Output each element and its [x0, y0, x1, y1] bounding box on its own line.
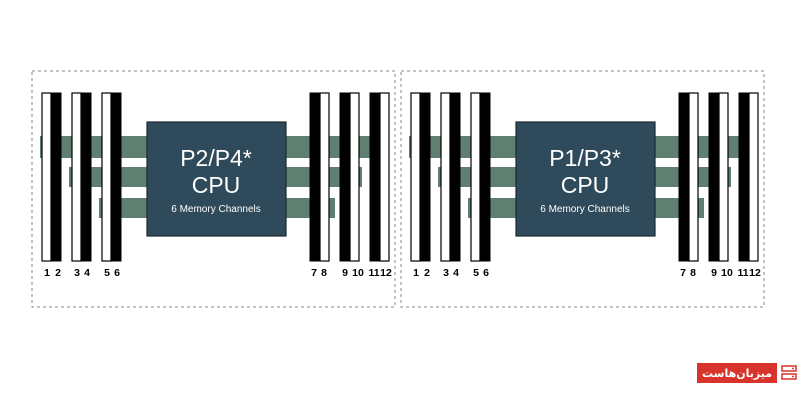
dimm-slot-7 [309, 92, 320, 262]
dimm-slot-4 [450, 92, 461, 262]
watermark-badge: میزبان‌هاست [697, 363, 800, 383]
slot-label: 7 [680, 267, 686, 279]
slot-label: 9 [711, 267, 717, 279]
slot-label: 2 [424, 267, 430, 279]
panel-1 [31, 70, 396, 308]
slot-label: 3 [74, 267, 80, 279]
slot-label: 8 [321, 267, 327, 279]
cpu-box [515, 121, 656, 237]
cpu-title-line1: P1/P3* [549, 145, 621, 171]
slot-label: 1 [413, 267, 419, 279]
server-rack-icon [779, 363, 799, 383]
dimm-slot-7 [678, 92, 689, 262]
cpu-box [146, 121, 287, 237]
slot-label: 11 [737, 267, 748, 279]
slot-label: 4 [453, 267, 459, 279]
slot-label: 10 [721, 267, 733, 279]
dimm-slot-10 [349, 92, 360, 262]
slot-label: 12 [749, 267, 761, 279]
watermark-text: میزبان‌هاست [697, 363, 777, 383]
slot-label: 12 [380, 267, 392, 279]
slot-label: 7 [311, 267, 317, 279]
slot-label: 5 [104, 267, 110, 279]
slot-label: 6 [483, 267, 489, 279]
dimm-slot-2 [51, 92, 62, 262]
dimm-slot-9 [339, 92, 350, 262]
slot-label: 2 [55, 267, 61, 279]
panel-2 [400, 70, 765, 308]
dimm-slot-10 [718, 92, 729, 262]
dimm-slot-8 [688, 92, 699, 262]
dimm-slot-2 [420, 92, 431, 262]
slot-label: 5 [473, 267, 479, 279]
dimm-slot-6 [480, 92, 491, 262]
slot-label: 8 [690, 267, 696, 279]
cpu-title-line1: P2/P4* [180, 145, 252, 171]
cpu-title-line2: CPU [561, 172, 610, 198]
dimm-slot-12 [379, 92, 390, 262]
dimm-slot-9 [708, 92, 719, 262]
dimm-slot-3 [71, 92, 82, 262]
slot-label: 3 [443, 267, 449, 279]
dimm-slot-5 [470, 92, 481, 262]
dimm-slot-5 [101, 92, 112, 262]
dimm-slot-12 [748, 92, 759, 262]
dimm-slot-6 [111, 92, 122, 262]
slot-label: 11 [368, 267, 379, 279]
slot-label: 4 [84, 267, 90, 279]
cpu-subtitle: 6 Memory Channels [171, 204, 260, 215]
dimm-slot-11 [738, 92, 749, 262]
dimm-slot-4 [81, 92, 92, 262]
slot-label: 6 [114, 267, 120, 279]
slot-label: 9 [342, 267, 348, 279]
slot-label: 1 [44, 267, 50, 279]
dimm-slot-1 [41, 92, 52, 262]
dimm-slot-8 [319, 92, 330, 262]
dimm-slot-11 [369, 92, 380, 262]
slot-label: 10 [352, 267, 364, 279]
cpu-title-line2: CPU [192, 172, 241, 198]
dimm-slot-3 [440, 92, 451, 262]
dimm-slot-1 [410, 92, 421, 262]
cpu-subtitle: 6 Memory Channels [540, 204, 629, 215]
